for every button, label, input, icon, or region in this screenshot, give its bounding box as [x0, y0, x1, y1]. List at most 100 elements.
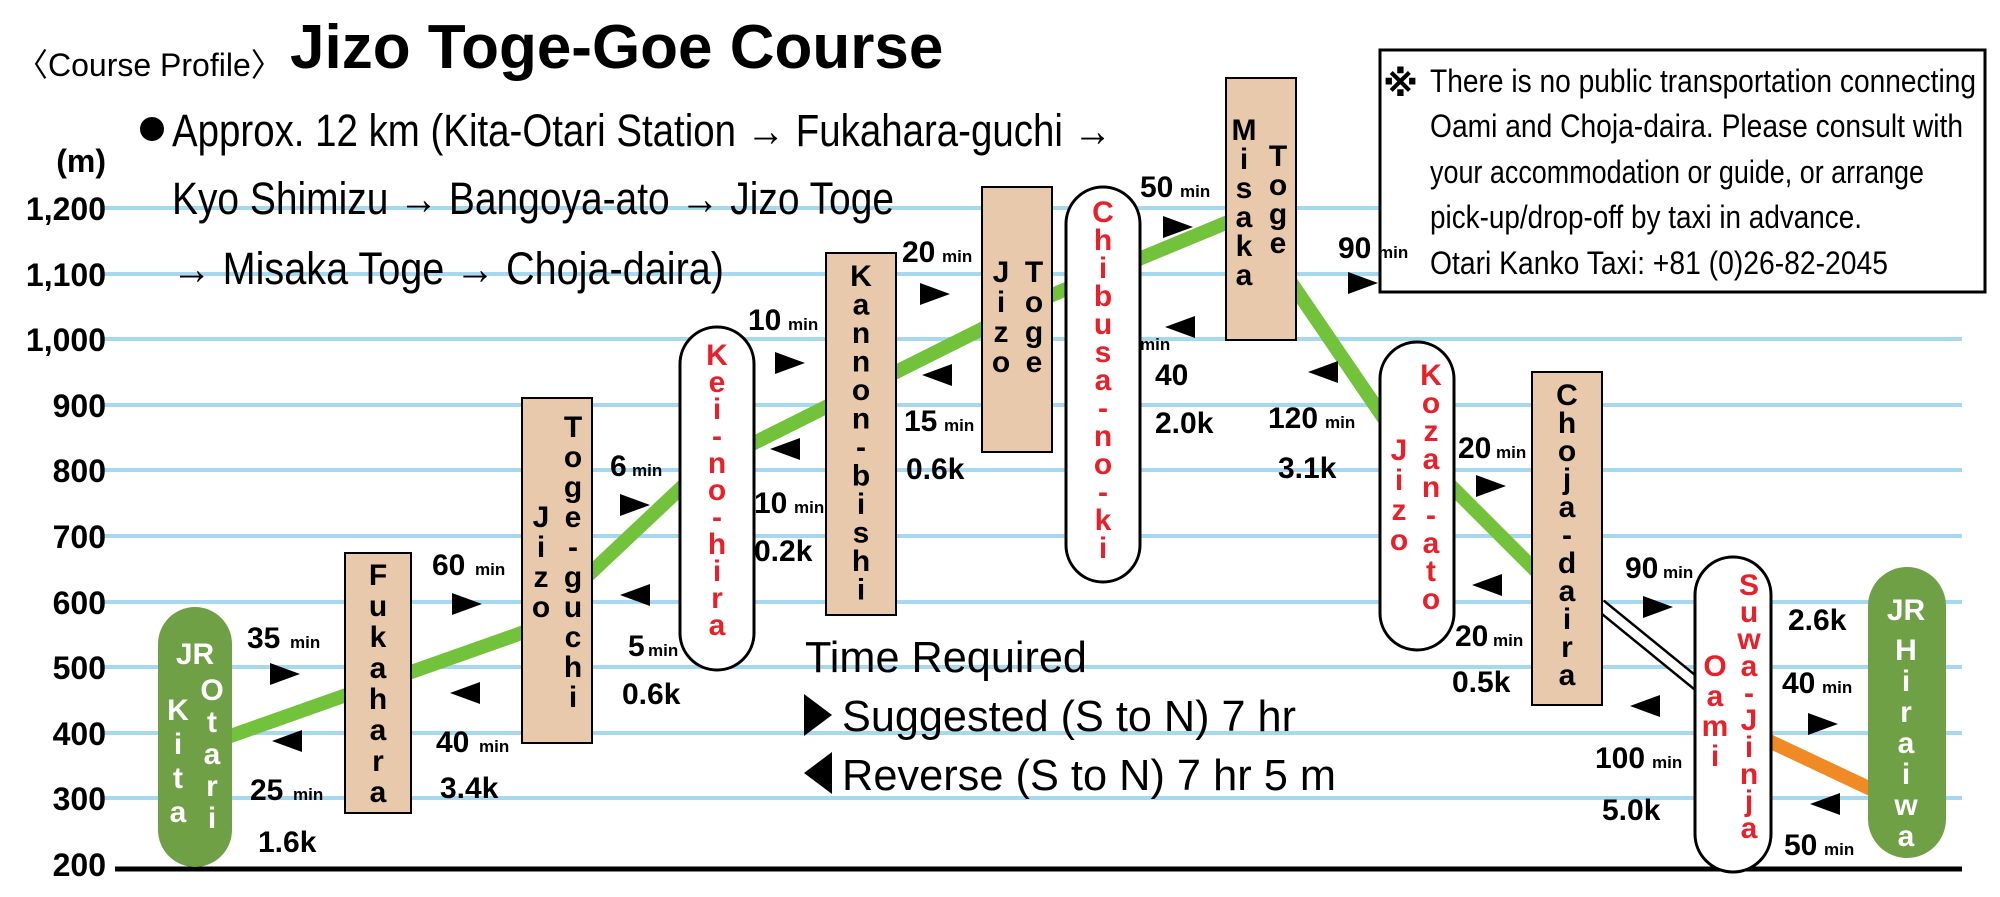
time-up-value: 20: [902, 236, 935, 269]
time-unit: min: [632, 461, 662, 480]
arrow-left-icon: [1810, 793, 1840, 815]
arrow-right-icon: [1808, 713, 1838, 735]
arrow-right-icon: [920, 283, 950, 305]
time-down-value: 20: [1455, 620, 1488, 653]
notice-line-3: your accommodation or guide, or arrange: [1430, 154, 1924, 190]
time-required-heading: Time Required: [805, 633, 1087, 682]
distance-value: 3.1k: [1278, 452, 1337, 485]
time-unit: min: [1378, 243, 1408, 262]
arrow-right-icon: [270, 663, 300, 685]
time-unit: min: [794, 498, 824, 517]
time-unit: min: [1824, 840, 1854, 859]
time-down-value: 40: [1155, 359, 1188, 392]
y-tick-label: 800: [53, 453, 106, 489]
distance-value: 0.5k: [1452, 666, 1511, 699]
arrow-right-icon: [452, 593, 482, 615]
arrow-left-icon: [1472, 574, 1502, 596]
time-up-value: 40: [1782, 667, 1815, 700]
time-up-value: 10: [748, 304, 781, 337]
time-down-value: 40: [436, 726, 469, 759]
arrow-left-icon: [1165, 316, 1195, 338]
arrow-right-icon: [1476, 475, 1506, 497]
arrow-left-icon: [770, 438, 800, 460]
bullet-icon: [140, 117, 164, 141]
time-unit: min: [1493, 631, 1523, 650]
y-axis-label: (m): [56, 143, 106, 179]
time-up-value: 50: [1140, 171, 1173, 204]
time-unit: min: [1140, 335, 1170, 354]
notice-line-2: Oami and Choja-daira. Please consult wit…: [1430, 108, 1963, 144]
time-unit: min: [475, 560, 505, 579]
time-down-value: 100: [1595, 742, 1645, 775]
arrow-right-icon: [1348, 272, 1378, 294]
jr-label: JR: [1887, 594, 1926, 627]
time-down-value: 50: [1784, 829, 1817, 862]
jr-label: JR: [176, 638, 215, 671]
page-title: Jizo Toge-Goe Course: [290, 13, 943, 82]
time-unit: min: [1822, 678, 1852, 697]
route-line-3: → Misaka Toge → Choja-daira): [172, 243, 724, 294]
course-profile-label: 〈Course Profile〉: [16, 47, 283, 83]
time-unit: min: [1496, 443, 1526, 462]
arrow-right-icon: [1643, 596, 1673, 618]
time-down-value: 15: [904, 405, 937, 438]
y-tick-label: 1,000: [26, 322, 106, 358]
time-up-value: 60: [432, 549, 465, 582]
time-up-value: 6: [610, 450, 627, 483]
time-unit: min: [479, 737, 509, 756]
distance-value: 0.2k: [754, 535, 813, 568]
y-tick-label: 1,100: [26, 257, 106, 293]
time-unit: min: [788, 315, 818, 334]
distance-value: 2.0k: [1155, 407, 1214, 440]
arrow-right-icon: [775, 352, 805, 374]
arrow-left-icon: [1630, 695, 1660, 717]
y-tick-label: 300: [53, 781, 106, 817]
arrow-left-icon: [620, 584, 650, 606]
time-unit: min: [944, 416, 974, 435]
y-tick-label: 1,200: [26, 191, 106, 227]
arrow-right-icon: [620, 494, 650, 516]
time-down-value: 10: [754, 487, 787, 520]
y-tick-label: 600: [53, 585, 106, 621]
time-unit: min: [1180, 182, 1210, 201]
time-unit: min: [648, 641, 678, 660]
y-tick-label: 500: [53, 650, 106, 686]
time-unit: min: [1652, 753, 1682, 772]
notice-line-4: pick-up/drop-off by taxi in advance.: [1430, 199, 1862, 235]
time-down-value: 25: [250, 774, 283, 807]
arrow-left-icon: [1308, 361, 1338, 383]
time-up-value: 35: [247, 622, 280, 655]
time-down-value: 5: [628, 630, 645, 663]
route-line-1: Approx. 12 km (Kita-Otari Station → Fuka…: [172, 105, 1112, 156]
arrow-right-icon: [1163, 216, 1193, 238]
time-unit: min: [290, 633, 320, 652]
route-line-2: Kyo Shimizu → Bangoya-ato → Jizo Toge: [172, 173, 894, 224]
notice-symbol: ※: [1383, 63, 1418, 104]
y-tick-label: 900: [53, 388, 106, 424]
time-up-value: 90: [1625, 552, 1658, 585]
time-unit: min: [293, 785, 323, 804]
time-up-value: 90: [1338, 232, 1371, 265]
arrow-left-icon: [804, 752, 832, 794]
time-unit: min: [1325, 413, 1355, 432]
suggested-time: Suggested (S to N) 7 hr: [842, 692, 1296, 741]
